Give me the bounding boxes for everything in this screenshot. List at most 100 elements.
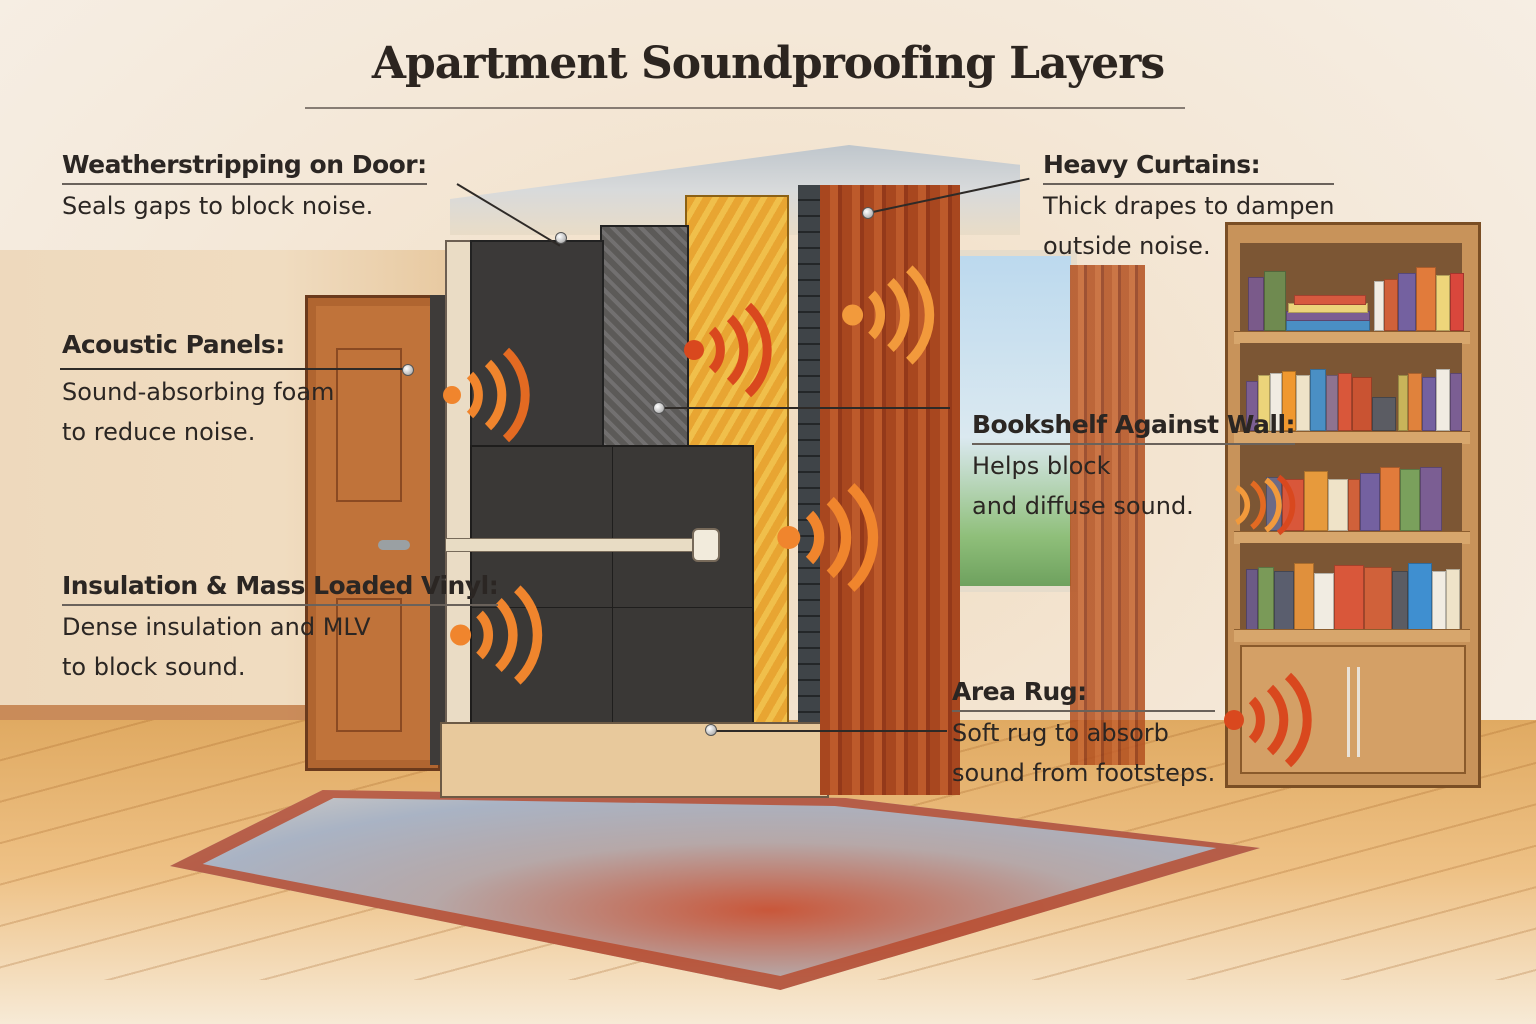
callout-description-line: Sound-absorbing foam [62, 378, 335, 406]
shelf-row [1240, 543, 1462, 631]
shelf-row [1240, 243, 1464, 331]
book [1246, 381, 1258, 431]
book [1416, 267, 1436, 331]
book [1294, 563, 1314, 631]
book [1296, 375, 1310, 431]
book [1314, 573, 1334, 631]
book [1282, 371, 1296, 431]
book [1450, 273, 1464, 331]
book [1420, 467, 1442, 531]
callout-description-line: Thick drapes to dampen [1043, 192, 1335, 220]
cabinet-handle [1357, 667, 1360, 757]
book [1326, 375, 1338, 431]
callout-heading: Weatherstripping on Door: [62, 150, 427, 185]
callout-heading: Heavy Curtains: [1043, 150, 1335, 185]
book [1258, 375, 1270, 431]
book [1436, 275, 1450, 331]
title-divider [305, 107, 1185, 109]
book [1398, 273, 1416, 331]
book [1384, 279, 1398, 331]
book [1352, 377, 1372, 431]
book [1380, 467, 1400, 531]
book [1328, 479, 1348, 531]
book [1436, 369, 1450, 431]
book [1450, 373, 1462, 431]
callout-bookshelf: Bookshelf Against Wall: Helps block and … [972, 410, 1296, 525]
leader-line-bookshelf [660, 407, 950, 409]
book [1304, 471, 1328, 531]
callout-description-line: Soft rug to absorb [952, 719, 1169, 747]
callout-heavy-curtains: Heavy Curtains: Thick drapes to dampen o… [1043, 150, 1335, 265]
callout-heading: Bookshelf Against Wall: [972, 410, 1296, 445]
book [1374, 281, 1384, 331]
callout-description-line: and diffuse sound. [972, 492, 1194, 520]
callout-insulation-mlv: Insulation & Mass Loaded Vinyl: Dense in… [62, 571, 499, 686]
callout-area-rug: Area Rug: Soft rug to absorb sound from … [952, 677, 1216, 792]
book [1400, 469, 1420, 531]
callout-weatherstripping: Weatherstripping on Door: Seals gaps to … [62, 150, 427, 225]
cabinet-handle [1347, 667, 1350, 757]
door-lower-panel [336, 598, 402, 732]
callout-acoustic-panels: Acoustic Panels: Sound-absorbing foam to… [62, 330, 334, 451]
shelf-board [1234, 629, 1470, 642]
sound-wave-icon [1235, 474, 1296, 536]
door-upper-panel [336, 348, 402, 502]
sound-wave-icon [1224, 672, 1312, 768]
book [1248, 277, 1264, 331]
callout-description-line: outside noise. [1043, 232, 1211, 260]
pin-dot-icon [653, 402, 665, 414]
sound-wave-icon [842, 265, 935, 365]
book [1364, 567, 1392, 631]
bookshelf-cabinet [1240, 645, 1466, 774]
book [1422, 377, 1436, 431]
book [1246, 569, 1258, 631]
door-weatherstrip-jamb [430, 295, 446, 765]
callout-description: Seals gaps to block noise. [62, 192, 374, 220]
book [1446, 569, 1460, 631]
callout-heading: Acoustic Panels: [62, 330, 285, 359]
wall-base [440, 722, 829, 798]
shelf-board [1234, 531, 1470, 544]
leader-line-acoustic-panels [60, 368, 410, 370]
book [1408, 373, 1422, 431]
book [1274, 571, 1294, 631]
shelf-board [1234, 331, 1470, 344]
book [1398, 375, 1408, 431]
book [1258, 567, 1274, 631]
shelf-row [1240, 343, 1462, 431]
book [1372, 397, 1396, 431]
book [1270, 373, 1282, 431]
book [1432, 571, 1446, 631]
book [1294, 295, 1366, 305]
bookshelf-illustration [1225, 222, 1481, 788]
pin-dot-icon [862, 207, 874, 219]
callout-heading: Area Rug: [952, 677, 1216, 712]
sound-wave-icon [450, 585, 543, 685]
leader-line-area-rug [712, 730, 947, 732]
pin-dot-icon [555, 232, 567, 244]
book [1338, 373, 1352, 431]
shelf-board [1234, 431, 1470, 444]
callout-heading: Insulation & Mass Loaded Vinyl: [62, 571, 499, 606]
book [1408, 563, 1432, 631]
wall-anchor [692, 528, 720, 562]
book [1310, 369, 1326, 431]
book [1264, 271, 1286, 331]
book [1392, 571, 1408, 631]
callout-description-line: Dense insulation and MLV [62, 613, 371, 641]
curtain-right-panel [1070, 265, 1145, 765]
callout-description-line: to block sound. [62, 653, 246, 681]
sound-wave-icon [777, 483, 879, 592]
door-handle [378, 540, 410, 550]
callout-description-line: Helps block [972, 452, 1111, 480]
pin-dot-icon [705, 724, 717, 736]
page-title: Apartment Soundproofing Layers [371, 38, 1165, 89]
pin-dot-icon [402, 364, 414, 376]
book [1348, 479, 1360, 531]
callout-description-line: to reduce noise. [62, 418, 256, 446]
book [1334, 565, 1364, 631]
sound-wave-icon [443, 347, 530, 443]
sound-wave-icon [684, 302, 772, 398]
mlv-seam [472, 607, 752, 608]
